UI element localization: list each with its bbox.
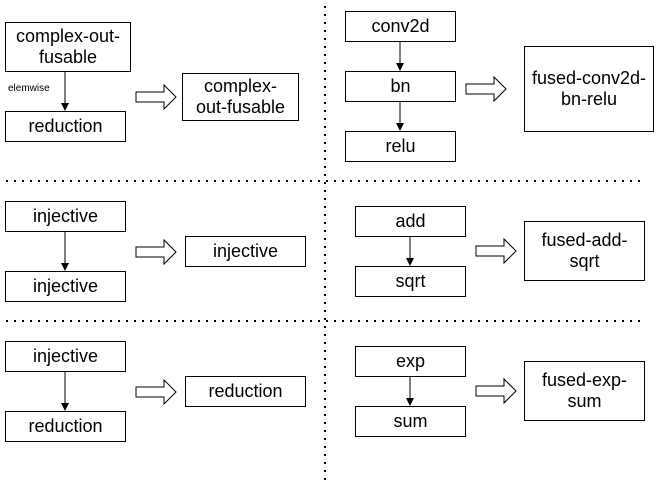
- result-reduction: reduction: [185, 376, 306, 407]
- result-complex-out-fusable: complex- out-fusable: [182, 73, 299, 121]
- fusion-arrow-bottom-left: [135, 378, 177, 406]
- result-injective: injective: [185, 236, 306, 267]
- node-injective: injective: [5, 341, 126, 372]
- node-add: add: [355, 206, 466, 237]
- fusion-arrow-top-left: [135, 83, 177, 111]
- node-reduction: reduction: [5, 111, 126, 142]
- node-injective-top: injective: [5, 201, 126, 232]
- node-conv2d: conv2d: [345, 11, 456, 42]
- fusion-arrow-bottom-right: [475, 377, 517, 405]
- result-fused-add-sqrt: fused-add- sqrt: [524, 221, 645, 281]
- node-sum: sum: [355, 406, 466, 437]
- result-fused-conv2d-bn-relu: fused-conv2d- bn-relu: [524, 46, 654, 132]
- fusion-arrow-top-right: [465, 75, 507, 103]
- node-injective-bottom: injective: [5, 271, 126, 302]
- node-complex-out-fusable: complex-out- fusable: [5, 22, 131, 72]
- node-sqrt: sqrt: [355, 266, 466, 297]
- edge-label-elemwise: elemwise: [8, 83, 50, 94]
- fusion-arrow-mid-right: [475, 237, 517, 265]
- node-exp: exp: [355, 346, 466, 377]
- result-fused-exp-sum: fused-exp- sum: [524, 361, 645, 421]
- node-reduction-bottom: reduction: [5, 411, 126, 442]
- node-relu: relu: [345, 131, 456, 162]
- fusion-arrow-mid-left: [135, 238, 177, 266]
- node-bn: bn: [345, 71, 456, 102]
